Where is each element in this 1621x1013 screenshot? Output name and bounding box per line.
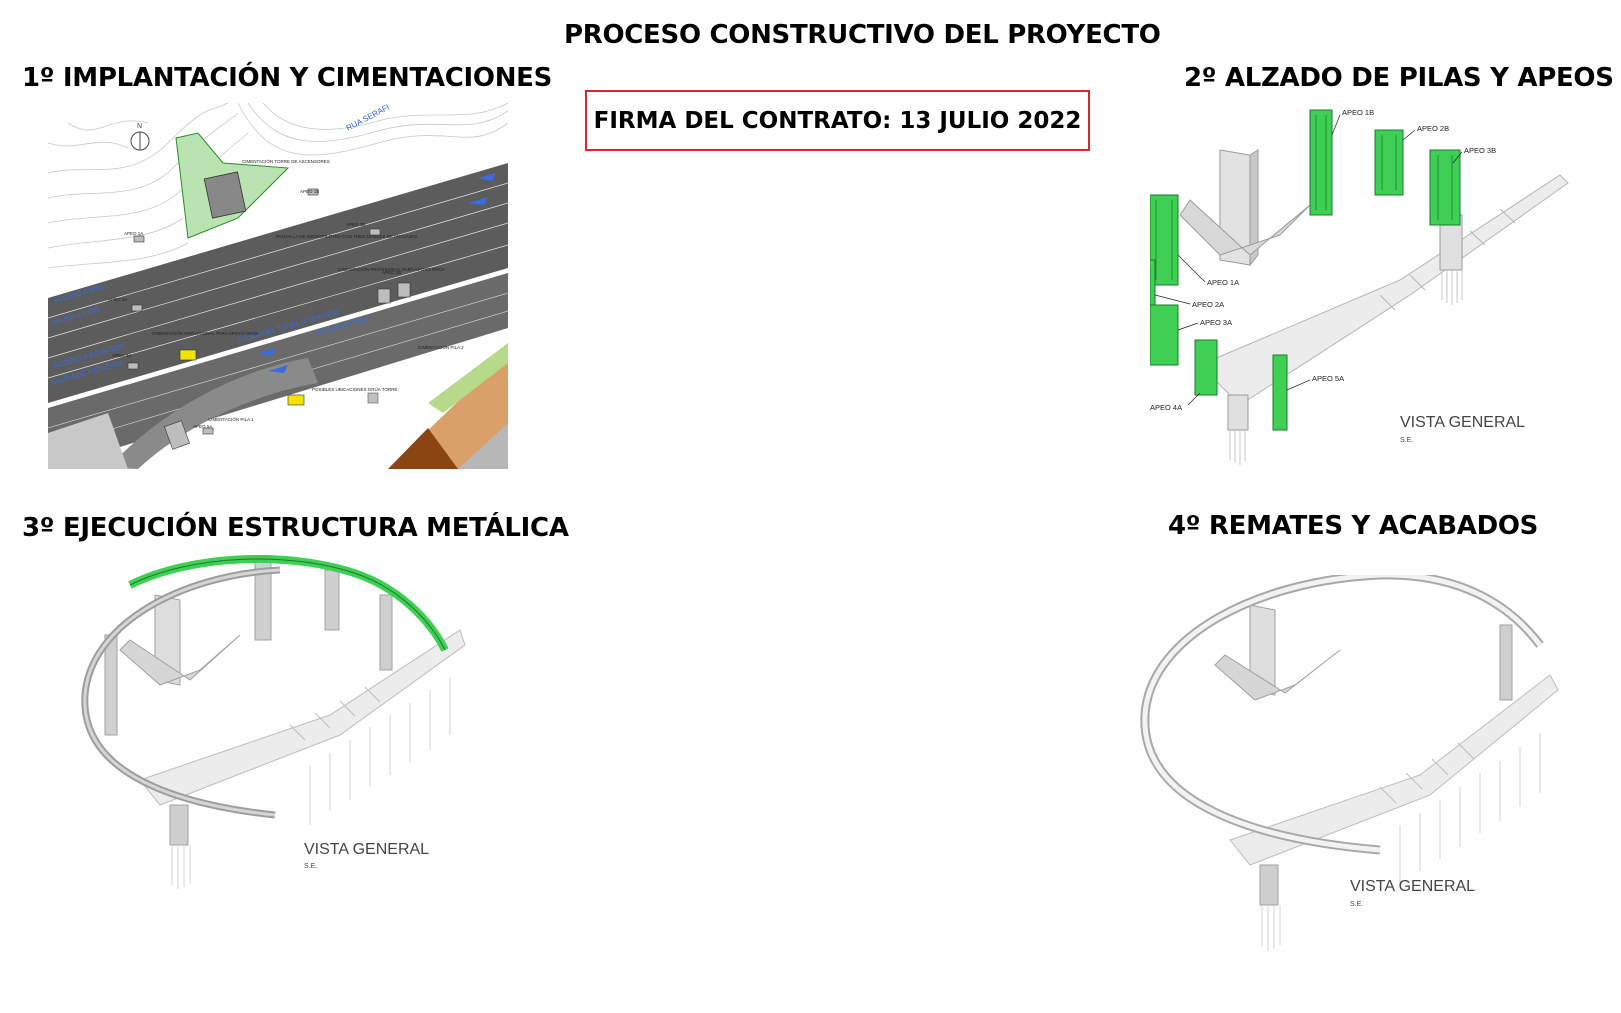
apeo-5a-tag: APEO 5A bbox=[1312, 374, 1344, 383]
apeo-3b-tag: APEO 3B bbox=[1464, 146, 1496, 155]
temp-foundation-tower-label: CIMENTACIÓN PROVISIONAL PARA APOYO GRÚA bbox=[338, 266, 445, 272]
apeo-4a-label: APEO 4A bbox=[112, 353, 131, 358]
micropile-screen-label: PANTALLA DE MICROPILOTES CON TRES NIVELE… bbox=[276, 234, 417, 239]
apeo-1a-label: APEO 1A bbox=[124, 231, 143, 236]
finishes-drawing: VISTA GENERAL S.E. bbox=[1140, 575, 1559, 951]
steel-deck bbox=[139, 629, 466, 806]
apeo-3a-tag: APEO 3A bbox=[1200, 318, 1232, 327]
contract-date-label: FIRMA DEL CONTRATO: 13 JULIO 2022 bbox=[593, 107, 1082, 134]
page-title: PROCESO CONSTRUCTIVO DEL PROYECTO bbox=[564, 20, 1161, 50]
apeo-2b-tag: APEO 2B bbox=[1417, 124, 1449, 133]
scale-label-2: S.E. bbox=[1400, 437, 1413, 444]
scale-label-4: S.E. bbox=[1350, 901, 1363, 908]
finished-central-pier bbox=[1249, 604, 1276, 696]
foundation-pila2-label: CIMENTACIÓN PILA 2 bbox=[418, 344, 464, 350]
apeo-2b-tower bbox=[1374, 129, 1404, 196]
temp-foundation-crane-label: CIMENTACIÓN PROVISIONAL PARA APOYO GRÚA bbox=[152, 330, 259, 336]
step-3-heading: 3º EJECUCIÓN ESTRUCTURA METÁLICA bbox=[22, 513, 569, 543]
apeo-3b-label: APEO 3B bbox=[346, 222, 365, 227]
piers-shoring-figure: APEO 1A APEO 2A APEO 3A APEO 4A APEO 5A … bbox=[1150, 105, 1570, 475]
apeo-3a-label: APEO 3A bbox=[108, 297, 127, 302]
finishes-figure: VISTA GENERAL S.E. bbox=[1140, 575, 1590, 965]
step-2-heading: 2º ALZADO DE PILAS Y APEOS bbox=[1184, 63, 1614, 93]
apeo-1b-tag: APEO 1B bbox=[1342, 108, 1374, 117]
apeo-4a-tag: APEO 4A bbox=[1150, 403, 1182, 412]
apeo-1b-tower bbox=[1309, 109, 1333, 216]
apeo-2b-label: APEO 2B bbox=[382, 270, 401, 275]
step-1-heading: 1º IMPLANTACIÓN Y CIMENTACIONES bbox=[22, 63, 553, 93]
piers-shoring-drawing: APEO 1A APEO 2A APEO 3A APEO 4A APEO 5A … bbox=[1150, 108, 1569, 465]
apeo-1b-label: APEO 1B bbox=[300, 189, 319, 194]
step-4-heading: 4º REMATES Y ACABADOS bbox=[1168, 511, 1539, 541]
apeo-3b-tower bbox=[1429, 149, 1461, 226]
tower-foundation-block bbox=[203, 171, 247, 219]
apeo-5a-tower bbox=[1272, 354, 1288, 431]
ramp bbox=[108, 358, 318, 469]
apeo-1a-tag: APEO 1A bbox=[1207, 278, 1239, 287]
crane-locations-label: POSIBLES UBICACIONES GRÚA TORRE bbox=[312, 386, 397, 392]
view-label-3: VISTA GENERAL bbox=[304, 841, 429, 858]
contour-lines bbox=[48, 103, 508, 269]
north-label: N bbox=[137, 123, 142, 130]
steel-structure-drawing: VISTA GENERAL S.E. bbox=[81, 555, 466, 889]
finished-deck bbox=[1229, 674, 1559, 866]
main-roadway bbox=[48, 163, 508, 403]
apeo-2a-tag: APEO 2A bbox=[1192, 300, 1224, 309]
view-label-2: VISTA GENERAL bbox=[1400, 414, 1525, 431]
view-label-4: VISTA GENERAL bbox=[1350, 878, 1475, 895]
lane-lines bbox=[48, 182, 508, 379]
site-plan-drawing: N RUA SERAFI CIMENTACIÓN TORRE DE ASCENS… bbox=[48, 103, 508, 469]
contract-date-box: FIRMA DEL CONTRATO: 13 JULIO 2022 bbox=[585, 90, 1090, 151]
steel-structure-figure: VISTA GENERAL S.E. bbox=[60, 555, 490, 915]
apeo-4a-tower bbox=[1194, 339, 1218, 396]
tower-foundation-label: CIMENTACIÓN TORRE DE ASCENSORES bbox=[242, 158, 330, 164]
apeo-3a-tower bbox=[1150, 304, 1179, 366]
shoring-towers bbox=[1150, 109, 1461, 431]
scale-label-3: S.E. bbox=[304, 863, 317, 870]
crane-marker-1 bbox=[179, 349, 197, 361]
site-plan-figure: N RUA SERAFI CIMENTACIÓN TORRE DE ASCENS… bbox=[48, 103, 508, 469]
crane-marker-2 bbox=[287, 394, 305, 406]
foundation-pila1-label: CIMENTACIÓN PILA 1 bbox=[208, 416, 254, 422]
apeo-5a-label: APEO 5A bbox=[193, 424, 212, 429]
